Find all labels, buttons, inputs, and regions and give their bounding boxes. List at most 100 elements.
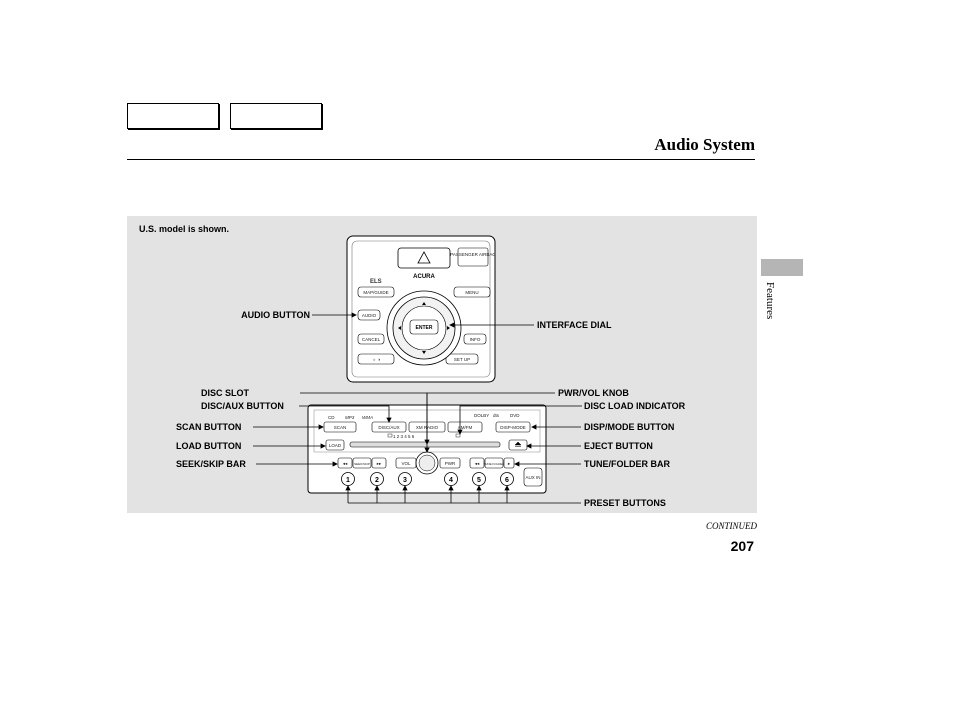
audio-button-callout: AUDIO BUTTON [241,310,310,320]
load-button-callout: LOAD BUTTON [176,441,241,451]
disc-load-indicator-light-2 [455,433,461,438]
info-label: INFO [470,337,481,342]
preset-label-4: 4 [449,477,453,484]
menu-button[interactable] [453,286,491,298]
seek-skip-arrow [332,461,338,467]
page-number: 207 [730,538,754,554]
disc-aux-label: DISC/AUX [378,425,399,430]
am-fm-label: AM/FM [458,425,473,430]
day-night-icons: ☼ ◑ [372,357,380,362]
preset-label-5: 5 [477,477,481,484]
disc-load-indicator-callout: DISC LOAD INDICATOR [584,401,686,411]
scan-label: SCAN [334,425,347,430]
seek-skip-label-box [352,457,372,469]
disc-aux-arrow [386,417,392,423]
upper-unit: PASSENGER AIRBAG ACURA ELS MAP/GUIDE AUD… [346,235,496,383]
preset-arrows [345,485,510,491]
eject-arrow [526,443,532,449]
disc-aux-button-callout: DISC/AUX BUTTON [201,401,284,411]
pwr-label: PWR [445,461,456,466]
page-title: Audio System [654,135,755,154]
tune-folder-label: TUNE FOLDER [483,462,505,466]
eject-button-callout: EJECT BUTTON [584,441,653,451]
seek-down-icon: ◂◂ [343,461,348,466]
cd-logo: CD [328,415,335,420]
hazard-switch[interactable] [397,247,451,269]
brand-logo-text: ACURA [413,274,435,280]
seek-skip-bar-callout: SEEK/SKIP BAR [176,459,246,469]
vol-label: VOL [401,461,411,466]
info-button[interactable] [463,333,487,345]
pwr-vol-knob-callout: PWR/VOL KNOB [558,388,629,398]
disp-mode-button-callout: DISP/MODE BUTTON [584,422,674,432]
wma-logo: WMA [362,415,373,420]
scan-button[interactable] [323,421,357,433]
preset-buttons: 1 2 3 4 5 6 [341,472,514,486]
tune-folder-bar-callout: TUNE/FOLDER BAR [584,459,670,469]
seek-skip-down[interactable] [337,457,353,469]
audio-label: AUDIO [362,313,377,318]
map-guide-button[interactable] [357,286,395,298]
setup-button[interactable] [445,353,479,365]
disc-load-indicator-arrow [457,429,463,435]
disc-status-text: 1 2 3 4 5 6 [393,434,415,439]
preset-buttons-callout: PRESET BUTTONS [584,498,666,508]
disp-mode-button[interactable] [495,421,531,433]
cancel-button[interactable] [357,333,385,345]
day-night-button[interactable] [357,353,395,365]
tune-folder-arrow [514,461,520,467]
load-label: LOAD [329,443,342,448]
am-fm-button[interactable] [447,421,483,433]
passenger-airbag-text: PASSENGER AIRBAG [450,252,496,257]
enter-button[interactable] [409,319,439,335]
pwr-label-box [439,457,461,469]
els-logo: ELS [370,279,382,285]
pwr-vol-arrow [424,447,430,453]
disc-slot[interactable] [349,441,501,448]
disc-slot-callout: DISC SLOT [201,388,250,398]
scan-arrow [318,424,324,430]
passenger-airbag-indicator [457,247,489,267]
disc-aux-leader [299,405,390,421]
enter-label: ENTER [416,325,433,331]
seek-skip-up[interactable] [371,457,387,469]
load-button[interactable] [325,439,345,451]
callout-lines [253,312,582,504]
seek-up-icon: ▸▸ [377,461,382,466]
nav-button-2[interactable] [230,103,322,129]
mp3-logo: MP3 [345,415,355,420]
figure-caption: U.S. model is shown. [139,224,230,234]
preset-label-6: 6 [505,477,509,484]
section-tab-marker [761,259,803,276]
eject-icon [514,441,522,447]
tune-folder-up[interactable] [503,457,515,469]
disc-load-indicator-light [387,433,393,438]
hazard-icon [417,251,431,264]
load-arrow [320,443,326,449]
title-rule [127,159,755,160]
interface-dial-callout: INTERFACE DIAL [537,320,612,330]
preset-label-3: 3 [403,477,407,484]
disp-mode-arrow [531,424,537,430]
aux-in-label: AUX IN [525,475,540,480]
tune-down-icon: ◂◂ [475,461,480,466]
disc-load-indicator-leader [459,405,582,433]
dolby-logo: DOLBY [474,413,489,418]
scan-button-callout: SCAN BUTTON [176,422,241,432]
aux-in-jack[interactable] [523,467,543,487]
preset-label-2: 2 [375,477,379,484]
setup-label: SET UP [454,357,470,362]
audio-button-arrow [351,312,357,318]
section-tab-label: Features [764,282,776,320]
dvd-logo: DVD [510,413,520,418]
cancel-label: CANCEL [362,337,381,342]
audio-button[interactable] [357,309,381,321]
tune-up-icon: ▸ [508,461,511,466]
tune-folder-label-box [484,457,504,469]
dts-logo: dts [493,413,500,418]
map-guide-label: MAP/GUIDE [363,290,388,295]
preset-label-1: 1 [346,477,350,484]
tune-folder-down[interactable] [469,457,485,469]
nav-button-1[interactable] [127,103,219,129]
